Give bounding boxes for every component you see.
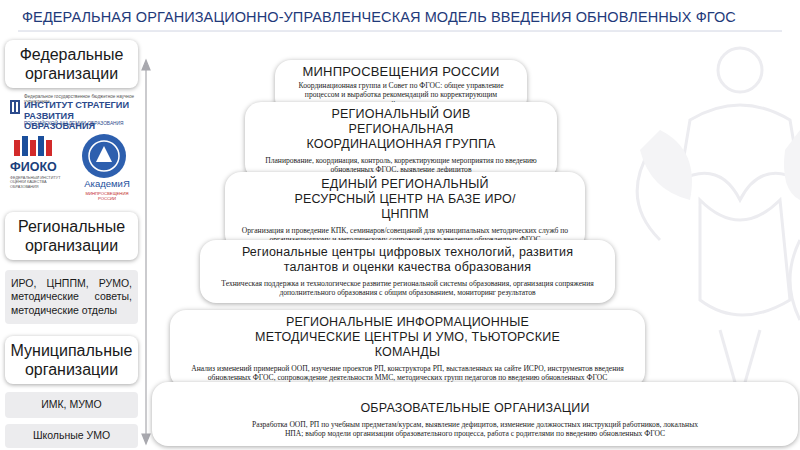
level-box: Федеральные организации (5, 40, 138, 88)
box-body: Анализ изменений примерной ООП, изучение… (184, 364, 631, 383)
box-body: Разработка ООП, РП по учебным предметам/… (166, 420, 784, 439)
org-list-box: ИРО, ЦНППМ, РУМО, методические советы, м… (5, 270, 138, 324)
level-box: Региональные организации (5, 212, 138, 260)
title-rule (18, 31, 782, 32)
pyramid-tier: ЕДИНЫЙ РЕГИОНАЛЬНЫЙ РЕСУРСНЫЙ ЦЕНТР НА Б… (225, 172, 585, 250)
logo-caption: ФЕДЕРАЛЬНЫЙ ИНСТИТУТ ОЦЕНКИ КАЧЕСТВА ОБР… (10, 176, 70, 189)
logo-name: ФИОКО (10, 160, 70, 174)
pyramid-tier: РЕГИОНАЛЬНЫЙ ОИВ РЕГИОНАЛЬНАЯ КООРДИНАЦИ… (245, 102, 557, 180)
box-heading: РЕГИОНАЛЬНЫЕ ИНФОРМАЦИОННЫЕ МЕТОДИЧЕСКИЕ… (184, 315, 631, 360)
pyramid-tier: ОБРАЗОВАТЕЛЬНЫЕ ОРГАНИЗАЦИИ Разработка ОО… (152, 382, 798, 446)
box-heading: ОБРАЗОВАТЕЛЬНЫЕ ОРГАНИЗАЦИИ (166, 401, 784, 416)
pyramid-tier: Региональные центры цифровых технологий,… (200, 240, 615, 303)
logo-caption: РОССИЙСКОЙ АКАДЕМИИ ОБРАЗОВАНИЯ (24, 121, 139, 127)
academy-emblem (82, 134, 126, 178)
institute-icon (10, 100, 20, 114)
box-heading: Региональные центры цифровых технологий,… (214, 245, 601, 275)
box-heading: Муниципальные организации (9, 341, 134, 379)
box-heading: Федеральные организации (9, 45, 134, 83)
emblem-wing (640, 130, 800, 200)
org-list-box: ИМК, МУМО (5, 392, 138, 418)
org-list-box: Школьные УМО (5, 424, 138, 448)
emblem-watermark (637, 48, 800, 400)
box-heading: ИМК, МУМО (41, 398, 102, 411)
box-body: Техническая поддержка и технологическое … (214, 279, 601, 298)
box-heading: ИРО, ЦНППМ, РУМО, методические советы, м… (11, 277, 132, 316)
box-heading: Региональные организации (9, 217, 134, 255)
logo-name: АкадемиЯ (78, 179, 136, 190)
page-title: ФЕДЕРАЛЬНАЯ ОРГАНИЗАЦИОННО-УПРАВЛЕНЧЕСКА… (22, 9, 736, 25)
logo-caption: МИНПРОСВЕЩЕНИЯ РОССИИ (76, 192, 138, 202)
pyramid-tier: РЕГИОНАЛЬНЫЕ ИНФОРМАЦИОННЫЕ МЕТОДИЧЕСКИЕ… (170, 310, 645, 388)
vertical-scale-arrow (142, 60, 150, 444)
box-heading: РЕГИОНАЛЬНЫЙ ОИВ РЕГИОНАЛЬНАЯ КООРДИНАЦИ… (259, 107, 543, 152)
box-heading: МИНПРОСВЕЩЕНИЯ РОССИИ (289, 64, 513, 80)
level-box: Муниципальные организации (5, 336, 138, 384)
fioko-icon (14, 136, 52, 156)
box-heading: Школьные УМО (33, 429, 110, 442)
logo-name: ИНСТИТУТ СТРАТЕГИИ РАЗВИТИЯ ОБРАЗОВАНИЯ (24, 100, 139, 132)
box-heading: ЕДИНЫЙ РЕГИОНАЛЬНЫЙ РЕСУРСНЫЙ ЦЕНТР НА Б… (239, 177, 571, 222)
